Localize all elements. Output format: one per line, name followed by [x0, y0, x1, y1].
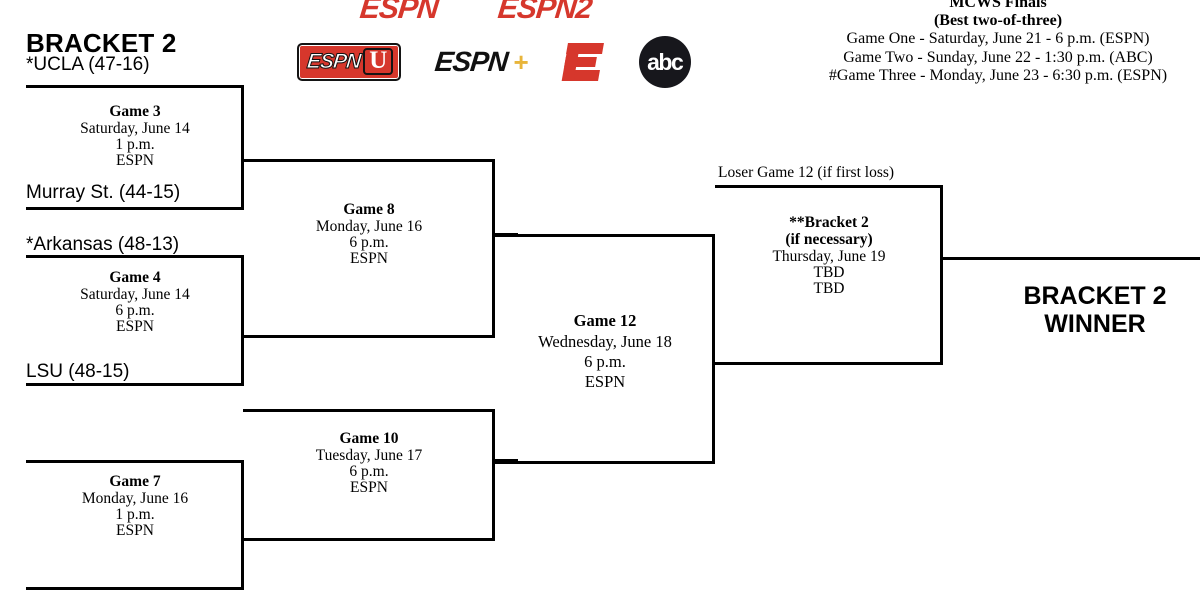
logo-row-bottom: ESPN U ESPN + abc: [297, 36, 691, 88]
bracket2-final-time: TBD: [813, 264, 845, 282]
game8-top-line: [243, 159, 495, 162]
game10-time: 6 p.m.: [349, 463, 389, 481]
finals-game-one: Game One - Saturday, June 21 - 6 p.m. (E…: [846, 30, 1150, 48]
game10-network: ESPN: [350, 479, 388, 497]
game3-network: ESPN: [116, 152, 154, 170]
game4-time: 6 p.m.: [115, 302, 155, 320]
game12-time: 6 p.m.: [584, 352, 626, 372]
espn-logo: ESPN: [358, 0, 440, 25]
finals-format: (Best two-of-three): [933, 12, 1063, 30]
game12-info: Game 12 Wednesday, June 18 6 p.m. ESPN: [495, 312, 715, 391]
team-murray-state: Murray St. (44-15): [26, 182, 181, 203]
game8-network: ESPN: [350, 250, 388, 268]
game10-info: Game 10 Tuesday, June 17 6 p.m. ESPN: [243, 430, 495, 497]
espnu-wordmark: ESPN: [305, 50, 362, 74]
game3-right-line: [241, 85, 244, 210]
slot-loser-game-12: Loser Game 12 (if first loss): [718, 164, 895, 181]
mcws-finals-note: MCWS Finals (Best two-of-three) Game One…: [803, 0, 1193, 85]
final-top-line: [715, 185, 943, 188]
bracket2-final-info: **Bracket 2 (if necessary) Thursday, Jun…: [715, 214, 943, 298]
winner-line-1: BRACKET 2: [1023, 282, 1167, 310]
espn-plus-wordmark: ESPN: [433, 46, 510, 77]
abc-logo: abc: [638, 36, 691, 88]
bracket2-final-date: Thursday, June 19: [772, 248, 886, 266]
plus-icon: +: [513, 47, 529, 77]
final-bottom-line: [715, 362, 943, 365]
finals-game-two: Game Two - Sunday, June 22 - 1:30 p.m. (…: [843, 48, 1153, 66]
game4-bottom-line: [26, 383, 244, 386]
game4-info: Game 4 Saturday, June 14 6 p.m. ESPN: [26, 269, 244, 336]
game3-name: Game 3: [109, 103, 161, 120]
finals-title: MCWS Finals: [949, 0, 1047, 11]
bracket-winner-line: [940, 257, 1200, 260]
bracket2-final-qualifier: (if necessary): [785, 231, 873, 249]
game8-right-line: [492, 159, 495, 338]
game7-network: ESPN: [116, 522, 154, 540]
team-arkansas: *Arkansas (48-13): [26, 234, 180, 255]
game12-name: Game 12: [573, 311, 637, 330]
game12-date: Wednesday, June 18: [538, 332, 672, 352]
game10-to-game12-connector: [492, 459, 518, 462]
game10-right-line: [492, 409, 495, 541]
finals-game-three: #Game Three - Monday, June 23 - 6:30 p.m…: [828, 66, 1168, 84]
team-ucla: *UCLA (47-16): [26, 54, 150, 75]
game12-top-line: [495, 234, 715, 237]
game7-time: 1 p.m.: [115, 506, 155, 524]
espnu-letter: U: [363, 48, 394, 75]
espnu-logo: ESPN U: [297, 43, 402, 81]
espn-plus-logo: ESPN +: [433, 46, 529, 77]
team-lsu: LSU (48-15): [26, 361, 130, 382]
game7-bottom-line: [26, 587, 244, 590]
winner-line-2: WINNER: [1044, 310, 1146, 338]
game4-network: ESPN: [116, 318, 154, 336]
game3-info: Game 3 Saturday, June 14 1 p.m. ESPN: [26, 103, 244, 170]
game8-time: 6 p.m.: [349, 234, 389, 252]
game8-name: Game 8: [343, 201, 395, 218]
game3-date: Saturday, June 14: [80, 120, 190, 138]
game4-right-line: [241, 255, 244, 386]
game4-date: Saturday, June 14: [80, 286, 190, 304]
final-right-line: [940, 185, 943, 365]
game12-right-line: [712, 234, 715, 464]
logo-row-top: ESPN ESPN2: [358, 0, 593, 25]
espn2-logo: ESPN2: [496, 0, 593, 25]
game8-date: Monday, June 16: [315, 218, 423, 236]
game7-name: Game 7: [109, 473, 161, 490]
espn-app-e-icon: [561, 40, 605, 84]
game10-name: Game 10: [339, 430, 399, 447]
game7-right-line: [241, 460, 244, 590]
game3-top-line: [26, 85, 244, 88]
game10-top-line: [243, 409, 495, 412]
game7-info: Game 7 Monday, June 16 1 p.m. ESPN: [26, 473, 244, 540]
abc-wordmark: abc: [647, 48, 684, 75]
game12-bottom-line: [495, 461, 715, 464]
game8-info: Game 8 Monday, June 16 6 p.m. ESPN: [243, 201, 495, 268]
game4-name: Game 4: [109, 269, 161, 286]
game7-date: Monday, June 16: [81, 490, 189, 508]
game8-bottom-line: [243, 335, 495, 338]
game3-time: 1 p.m.: [115, 136, 155, 154]
game7-top-line: [26, 460, 244, 463]
game12-network: ESPN: [584, 372, 626, 392]
game3-bottom-line: [26, 207, 244, 210]
bracket2-final-name: **Bracket 2: [789, 214, 869, 231]
page-title: BRACKET 2: [26, 28, 177, 58]
bracket2-final-network: TBD: [813, 280, 845, 298]
game4-top-line: [26, 255, 244, 258]
game10-bottom-line: [243, 538, 495, 541]
bracket-winner-label: BRACKET 2 WINNER: [1000, 282, 1190, 338]
game10-date: Tuesday, June 17: [315, 447, 423, 465]
